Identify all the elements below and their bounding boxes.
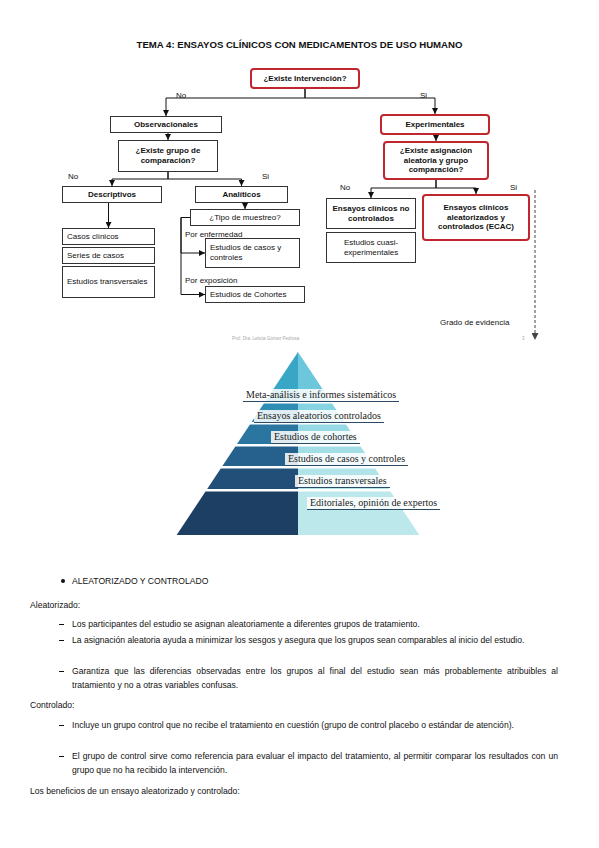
- node-text: Estudios de cohortes: [274, 431, 357, 443]
- process-box: ¿Tipo de muestreo?: [190, 209, 300, 226]
- node-text: Meta-análisis e informes sistemáticos: [246, 389, 396, 401]
- highlighted-box: Ensayos clínicos aleatorizados y control…: [422, 194, 530, 241]
- connector: [166, 89, 305, 116]
- connector: [168, 133, 169, 140]
- pyramid-level: Ensayos aleatorios controlados: [254, 410, 384, 423]
- pyramid-level: Estudios de casos y controles: [285, 453, 408, 466]
- node-text: ¿Existe Intervención?: [263, 74, 346, 84]
- node-text: Ensayos clínicos aleatorizados y control…: [428, 203, 524, 232]
- node-text: Estudios de casos y controles: [210, 243, 295, 262]
- pyramid-level: Meta-análisis e informes sistemáticos: [243, 389, 399, 402]
- highlighted-box: Experimentales: [380, 114, 490, 135]
- node-text: Observacionales: [134, 120, 198, 130]
- node-text: Estudios transversales: [298, 475, 387, 487]
- footer-text: Prof. Dra. Leticia Gómez Pedrosa: [232, 336, 352, 342]
- process-box: Estudios de casos y controles: [205, 238, 300, 268]
- node-text: Estudios cuasi-experimentales: [331, 238, 411, 257]
- dashed-arrow: [535, 190, 536, 340]
- bullet-dash: [59, 640, 64, 641]
- connector: [108, 203, 109, 228]
- pyramid-face-left: [207, 469, 298, 490]
- node-text: Estudios de Cohortes: [210, 290, 287, 300]
- pyramid-level: Estudios de cohortes: [271, 431, 360, 444]
- flow-label: Si: [262, 172, 292, 182]
- process-box: Analíticos: [195, 186, 288, 203]
- pyramid-face-left: [177, 492, 298, 536]
- body-text: Aleatorizado:: [30, 598, 558, 612]
- highlighted-box: ¿Existe asignación aleatoria y grupo com…: [383, 141, 489, 180]
- node-text: Estudios de casos y controles: [288, 453, 405, 465]
- body-text: Los participantes del estudio se asignan…: [72, 617, 558, 631]
- process-box: ¿Existe grupo de comparación?: [118, 140, 218, 172]
- node-text: Series de casos: [67, 251, 124, 261]
- body-text: Controlado:: [30, 698, 558, 712]
- connector: [112, 172, 168, 186]
- process-box: Estudios de Cohortes: [205, 286, 305, 303]
- pyramid-face-right: [298, 469, 389, 490]
- connector: [168, 172, 242, 186]
- footer-text: 3: [522, 336, 542, 342]
- pyramid-level: Estudios transversales: [295, 475, 390, 488]
- connector: [436, 180, 476, 194]
- highlighted-box: ¿Existe Intervención?: [250, 68, 360, 89]
- pyramid-level: Editoriales, opinión de expertos: [307, 497, 440, 510]
- flow-label: Si: [420, 91, 450, 101]
- body-text: Garantiza que las diferencias observadas…: [72, 664, 558, 692]
- node-text: Ensayos clínicos no controlados: [331, 204, 411, 223]
- flow-label: Por enfermedad: [185, 230, 265, 240]
- body-text: Los beneficios de un ensayo aleatorizado…: [30, 784, 558, 798]
- bullet-dash: [59, 756, 64, 757]
- flow-label: Grado de evidencia: [440, 318, 532, 328]
- node-text: ¿Existe grupo de comparación?: [123, 146, 213, 165]
- connector: [305, 89, 435, 114]
- bullet-dash: [59, 671, 64, 672]
- node-text: Experimentales: [405, 120, 464, 130]
- node-text: ¿Existe asignación aleatoria y grupo com…: [389, 146, 483, 175]
- evidence-arrow: [535, 190, 536, 340]
- node-text: Descriptivos: [88, 190, 136, 200]
- node-text: Estudios transversales: [67, 277, 147, 287]
- node-text: Analíticos: [222, 190, 260, 200]
- node-text: Casos clínicos: [67, 232, 119, 242]
- node-text: Editoriales, opinión de expertos: [310, 497, 437, 509]
- body-text: La asignación aleatoria ayuda a minimiza…: [72, 633, 558, 647]
- bullet-dash: [59, 725, 64, 726]
- body-text: Incluye un grupo control que no recibe e…: [72, 718, 558, 732]
- process-box: Casos clínicos: [62, 228, 155, 245]
- page-title: TEMA 4: ENSAYOS CLÍNICOS CON MEDICAMENTO…: [0, 38, 599, 51]
- process-box: Series de casos: [62, 247, 155, 264]
- process-box: Descriptivos: [62, 186, 162, 203]
- node-text: Ensayos aleatorios controlados: [257, 410, 381, 422]
- process-box: Ensayos clínicos no controlados: [326, 198, 416, 229]
- process-box: Observacionales: [110, 116, 222, 133]
- flow-label: No: [176, 91, 206, 101]
- bullet-dash: [59, 624, 64, 625]
- node-text: ¿Tipo de muestreo?: [209, 213, 280, 223]
- flow-label: No: [68, 172, 98, 182]
- body-text: ALEATORIZADO Y CONTROLADO: [72, 574, 558, 588]
- flow-label: No: [340, 183, 370, 193]
- body-text: El grupo de control sirve como referenci…: [72, 749, 558, 777]
- process-box: Estudios cuasi-experimentales: [326, 232, 416, 263]
- flow-label: Por exposición: [185, 276, 265, 286]
- bullet-dot: [61, 579, 65, 583]
- process-box: Estudios transversales: [62, 266, 155, 298]
- flow-label: Si: [510, 183, 540, 193]
